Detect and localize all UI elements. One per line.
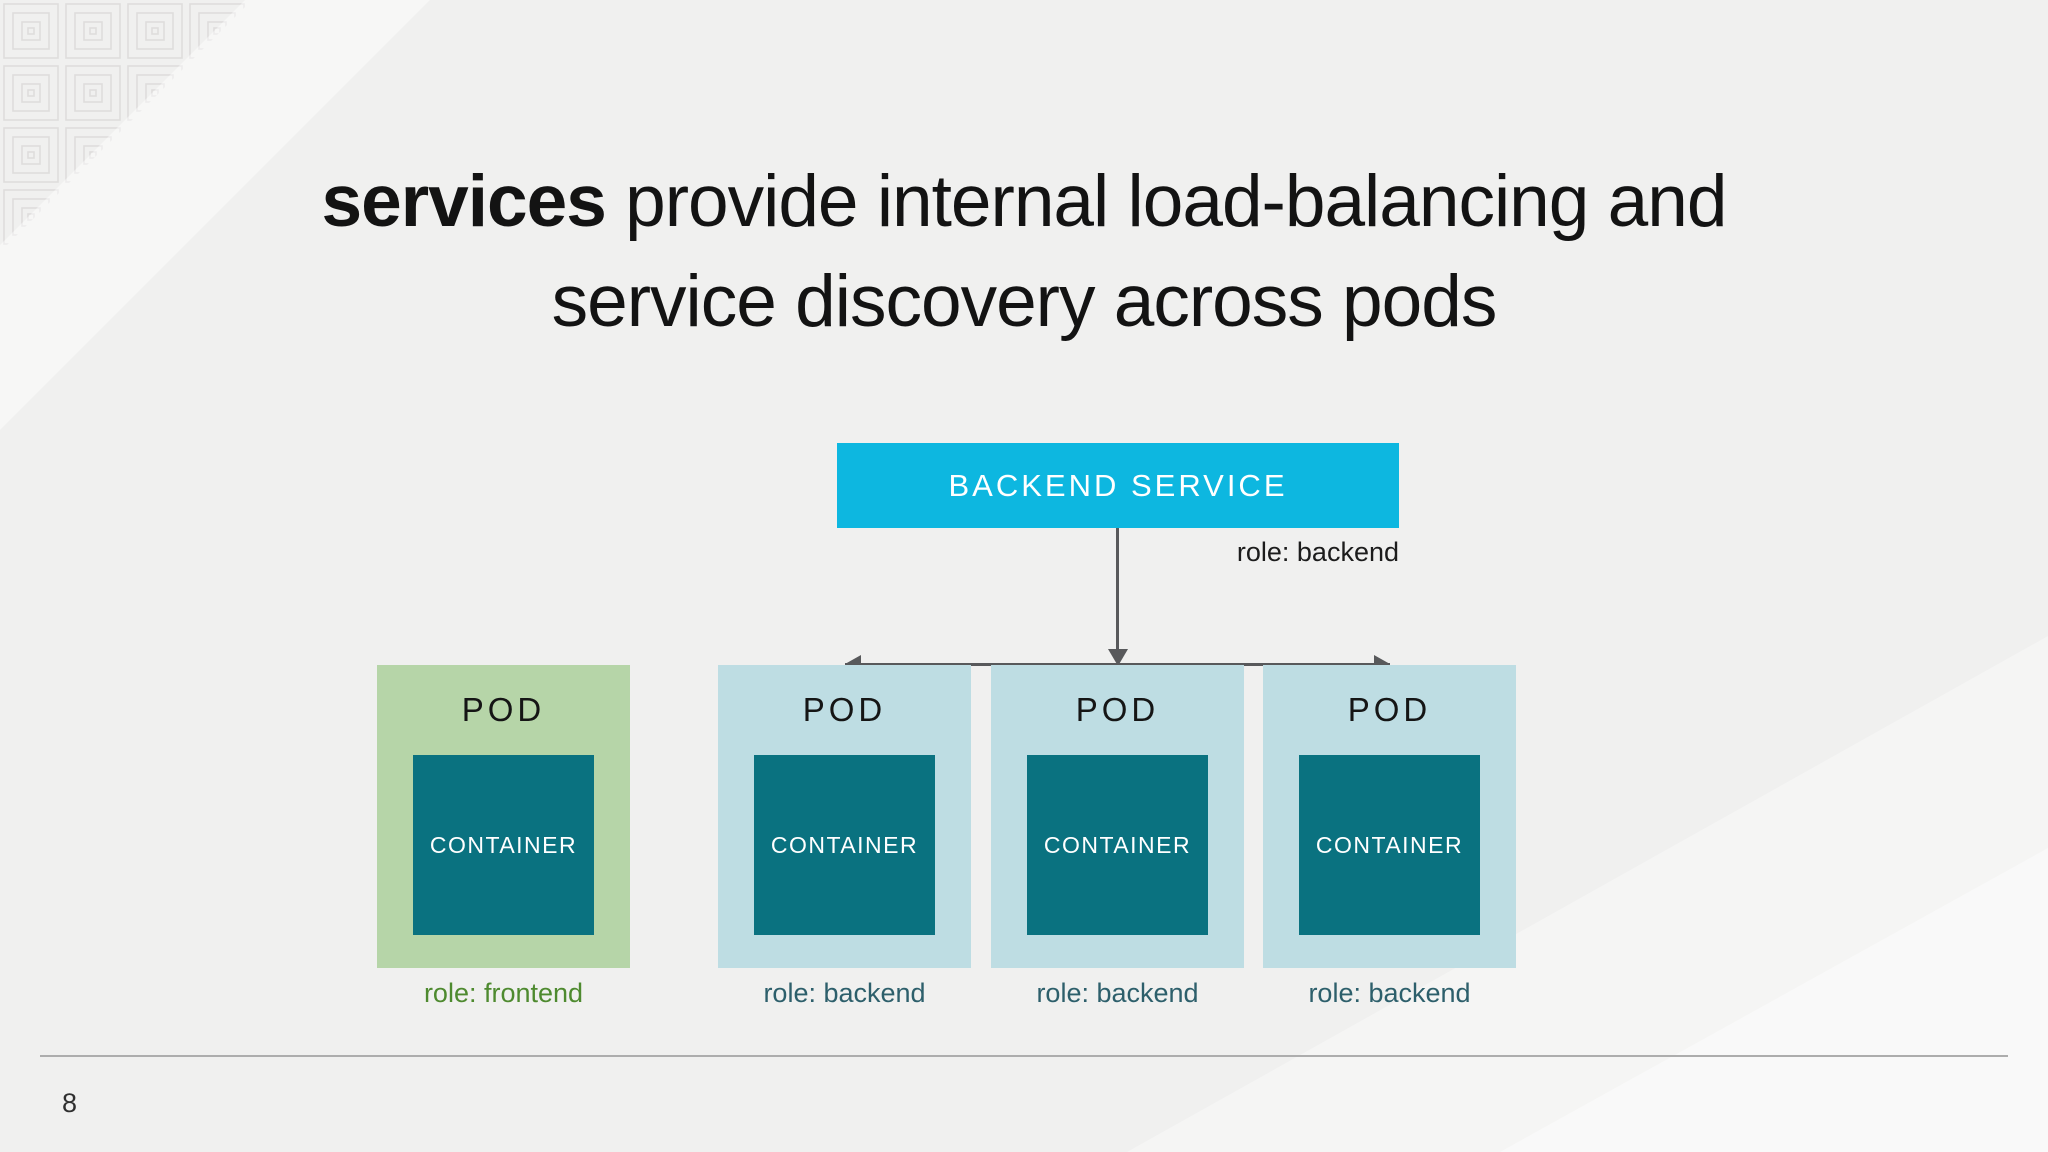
container-box: CONTAINER [1027, 755, 1208, 935]
container-box: CONTAINER [1299, 755, 1480, 935]
container-label: CONTAINER [1315, 831, 1464, 858]
backend-service-label: BACKEND SERVICE [948, 467, 1288, 503]
page-number: 8 [62, 1088, 78, 1118]
container-label: CONTAINER [1043, 831, 1192, 858]
pod-label: POD [461, 691, 546, 728]
arrow-down-icon [1108, 649, 1128, 666]
title-line-1: services provide internal load-balancing… [0, 152, 2048, 252]
backend-service-box: BACKEND SERVICE [837, 443, 1399, 528]
pod-backend-2: POD CONTAINER [991, 665, 1244, 968]
footer-divider [40, 1055, 2008, 1057]
pod-backend-3: POD CONTAINER [1263, 665, 1516, 968]
title-line-1-rest: provide internal load-balancing and [605, 161, 1727, 242]
pod-frontend: POD CONTAINER [377, 665, 630, 968]
pod-role-label-backend-3: role: backend [1308, 978, 1471, 1008]
container-box: CONTAINER [413, 755, 594, 935]
pod-role-label-backend-2: role: backend [1036, 978, 1199, 1008]
container-label: CONTAINER [770, 831, 919, 858]
pod-label: POD [1347, 691, 1432, 728]
pod-role-label-frontend: role: frontend [423, 978, 584, 1008]
container-label: CONTAINER [429, 831, 578, 858]
title-emphasis: services [321, 161, 607, 242]
connector-vertical [1116, 528, 1119, 650]
pod-role-label-backend-1: role: backend [763, 978, 926, 1008]
pod-label: POD [802, 691, 887, 728]
pod-label: POD [1075, 691, 1160, 728]
slide-title: services provide internal load-balancing… [0, 152, 2048, 352]
title-line-2: service discovery across pods [551, 261, 1498, 342]
service-role-label: role: backend [1236, 537, 1399, 567]
pod-backend-1: POD CONTAINER [718, 665, 971, 968]
container-box: CONTAINER [754, 755, 935, 935]
